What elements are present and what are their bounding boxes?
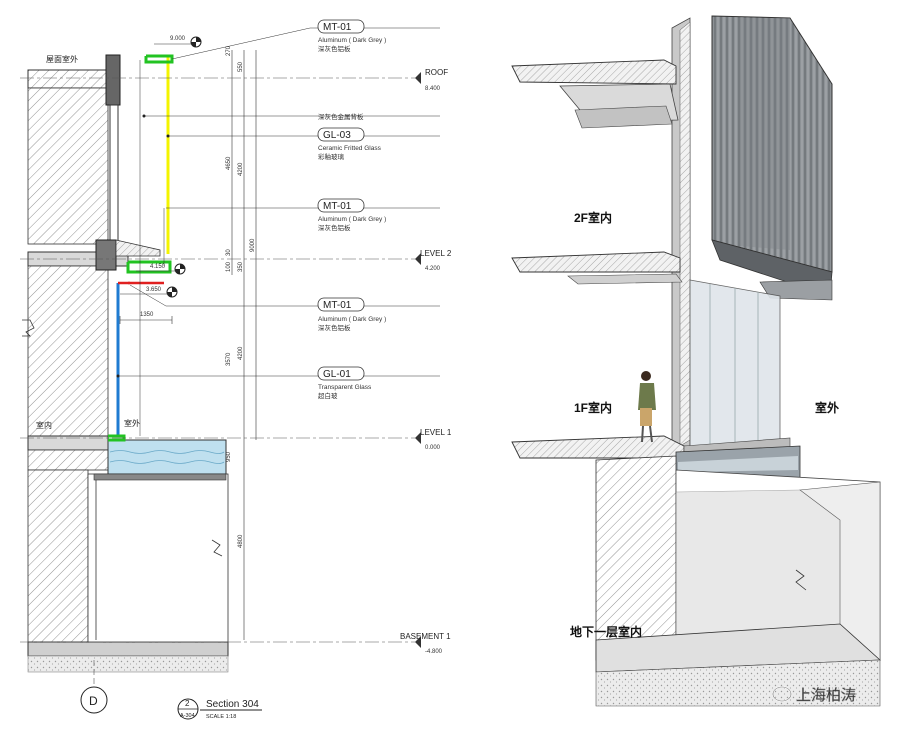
dimension-text: 4650 [226, 156, 232, 170]
dimension-text: 950 [226, 451, 232, 462]
spot-level: 4.150 [150, 264, 166, 270]
level-name: ROOF [425, 68, 448, 77]
callout-tag: GL-03 [323, 130, 351, 141]
section-number: 2 [185, 699, 190, 708]
watermark-text: 上海柏涛 [796, 687, 856, 704]
dimension-text: 9000 [250, 238, 256, 252]
dimension-text: 3570 [226, 352, 232, 366]
dimension-text: 4200 [238, 162, 244, 176]
dimension-text: 1350 [140, 312, 154, 318]
callout-line: 超白玻 [318, 391, 338, 400]
callout-tag: MT-01 [323, 300, 352, 311]
dimension-text: 270 [226, 45, 232, 56]
callout-line: Transparent Glass [318, 384, 372, 391]
dimension-text: 100 [226, 261, 232, 272]
callout-line: 深灰色铝板 [318, 323, 351, 332]
axonometric-model [511, 15, 881, 707]
floor1-label: 1F室内 [574, 400, 612, 415]
roof-exterior-label: 屋面室外 [46, 54, 78, 64]
callout-line: 彩釉玻璃 [318, 152, 345, 161]
person-figure [638, 371, 656, 443]
callout-line: 深灰色铝板 [318, 44, 351, 53]
level-elev: 8.400 [425, 86, 441, 92]
dimension-text: 550 [238, 61, 244, 72]
section-labels: 屋面室外 室内 室外 9.000 4.150 3.650 MT-01 Alumi… [36, 22, 452, 720]
basement-label: 地下一层室内 [570, 624, 642, 639]
dimension-text: 350 [238, 261, 244, 272]
callout-tag: MT-01 [323, 22, 352, 33]
callout-line: 深灰色铝板 [318, 223, 351, 232]
level-name: LEVEL 1 [420, 428, 452, 437]
level-name: LEVEL 2 [420, 249, 452, 258]
callout-line: Ceramic Fritted Glass [318, 145, 382, 152]
callout-line: Aluminum ( Dark Grey ) [318, 37, 386, 44]
section-scale: SCALE 1:18 [206, 714, 236, 720]
callout-line: 深灰色金属背板 [318, 112, 364, 121]
dimension-text: 4800 [238, 534, 244, 548]
interior-label: 室内 [36, 420, 52, 430]
spot-level: 3.650 [146, 287, 162, 293]
outside-label: 室外 [815, 400, 839, 415]
callout-line: Aluminum ( Dark Grey ) [318, 316, 386, 323]
grid-bubble-label: D [89, 694, 98, 708]
dimension-text: 4200 [238, 346, 244, 360]
section-sheet: A-304 [180, 713, 195, 719]
dimension-text: 30 [226, 249, 232, 256]
model-labels: 2F室内 1F室内 室外 地下一层室内 [570, 210, 839, 639]
level-name: BASEMENT 1 [400, 632, 451, 641]
watermark: 上海柏涛 [772, 686, 856, 704]
callout-line: Aluminum ( Dark Grey ) [318, 216, 386, 223]
callout-tag: GL-01 [323, 369, 351, 380]
level-elev: -4.800 [425, 649, 443, 655]
level-elev: 4.200 [425, 266, 441, 272]
section-title: Section 304 [206, 699, 259, 710]
section-drawing [20, 19, 440, 720]
exterior-label: 室外 [124, 418, 140, 428]
floor2-label: 2F室内 [574, 210, 612, 225]
spot-level: 9.000 [170, 36, 186, 42]
callout-tag: MT-01 [323, 201, 352, 212]
level-elev: 0.000 [425, 445, 441, 451]
